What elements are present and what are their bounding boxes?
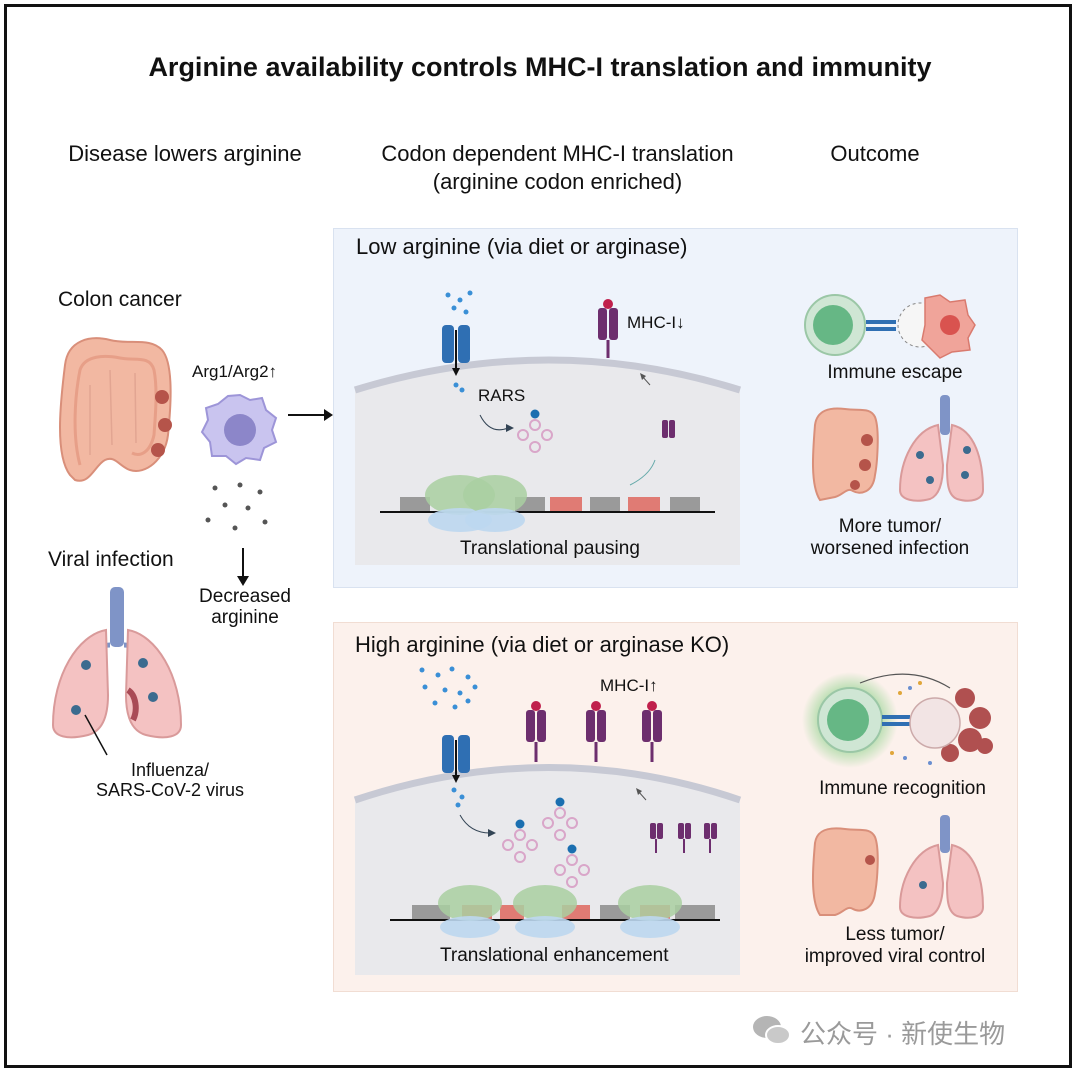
low-outcome-label: More tumor/ worsened infection — [790, 516, 990, 560]
virus-label: Influenza/ SARS-CoV-2 virus — [70, 760, 270, 800]
virus-line1: Influenza/ — [130, 760, 210, 780]
arg-label-text: Arg1/Arg2 — [192, 362, 269, 381]
immune-escape-illustration — [804, 294, 976, 359]
high-arginine-title: High arginine (via diet or arginase KO) — [355, 632, 730, 657]
decreased-line2: arginine — [211, 607, 279, 628]
figure-title: Arginine availability controls MHC-I tra… — [148, 52, 932, 82]
immune-recognition-illustration — [802, 672, 993, 768]
high-outcome-line1: Less tumor/ — [845, 924, 945, 945]
high-arginine-cell — [353, 666, 742, 975]
high-outcome-line2: improved viral control — [804, 946, 986, 967]
myeloid-cell-icon — [200, 393, 278, 466]
low-caption: Translational pausing — [460, 538, 640, 559]
high-outcome-label: Less tumor/ improved viral control — [790, 924, 1000, 968]
low-arginine-cell — [353, 290, 742, 565]
rars-label: RARS — [478, 386, 526, 405]
virus-pointer-line — [84, 714, 108, 756]
column-header-translation: Codon dependent MHC-I translation (argin… — [335, 140, 780, 196]
decreased-arginine-label: Decreased arginine — [185, 586, 305, 628]
virus-line2: SARS-CoV-2 virus — [95, 780, 245, 800]
immune-escape-label: Immune escape — [827, 362, 963, 383]
column-header-disease: Disease lowers arginine — [68, 141, 302, 166]
column-header-translation-line1: Codon dependent MHC-I translation — [381, 141, 734, 166]
high-outcome-organs — [811, 815, 985, 919]
low-outcome-line2: worsened infection — [810, 538, 970, 559]
arrow-right-icon — [288, 409, 333, 421]
low-outcome-organs — [811, 395, 985, 502]
arrow-up-icon: ↑ — [268, 362, 278, 381]
low-mhc-text: MHC-I — [627, 313, 677, 332]
decreased-line1: Decreased — [199, 586, 291, 607]
figure-frame — [4, 4, 1072, 1068]
watermark-text: 公众号 · 新使生物 — [800, 1019, 1006, 1049]
column-header-translation-line2: (arginine codon enriched) — [432, 169, 683, 194]
colon-illustration — [59, 337, 172, 482]
arrow-down-icon — [237, 548, 249, 586]
high-caption: Translational enhancement — [440, 945, 669, 966]
arginine-dots-icon — [205, 482, 268, 531]
low-outcome-line1: More tumor/ — [838, 516, 942, 537]
immune-recognition-label: Immune recognition — [819, 778, 986, 799]
arrow-up-small-icon: ↑ — [649, 676, 658, 695]
low-mhc-label: MHC-I↓ — [627, 313, 685, 333]
low-arginine-title: Low arginine (via diet or arginase) — [356, 234, 688, 259]
colon-cancer-label: Colon cancer — [58, 288, 182, 311]
arrow-down-small-icon: ↓ — [676, 313, 685, 332]
high-mhc-label: MHC-I↑ — [600, 676, 658, 696]
high-mhc-text: MHC-I — [600, 676, 650, 695]
wechat-icon — [753, 1016, 791, 1045]
lung-illustration — [51, 587, 183, 739]
column-header-outcome: Outcome — [830, 141, 920, 166]
arg-label: Arg1/Arg2↑ — [192, 362, 277, 382]
viral-infection-label: Viral infection — [48, 548, 174, 571]
